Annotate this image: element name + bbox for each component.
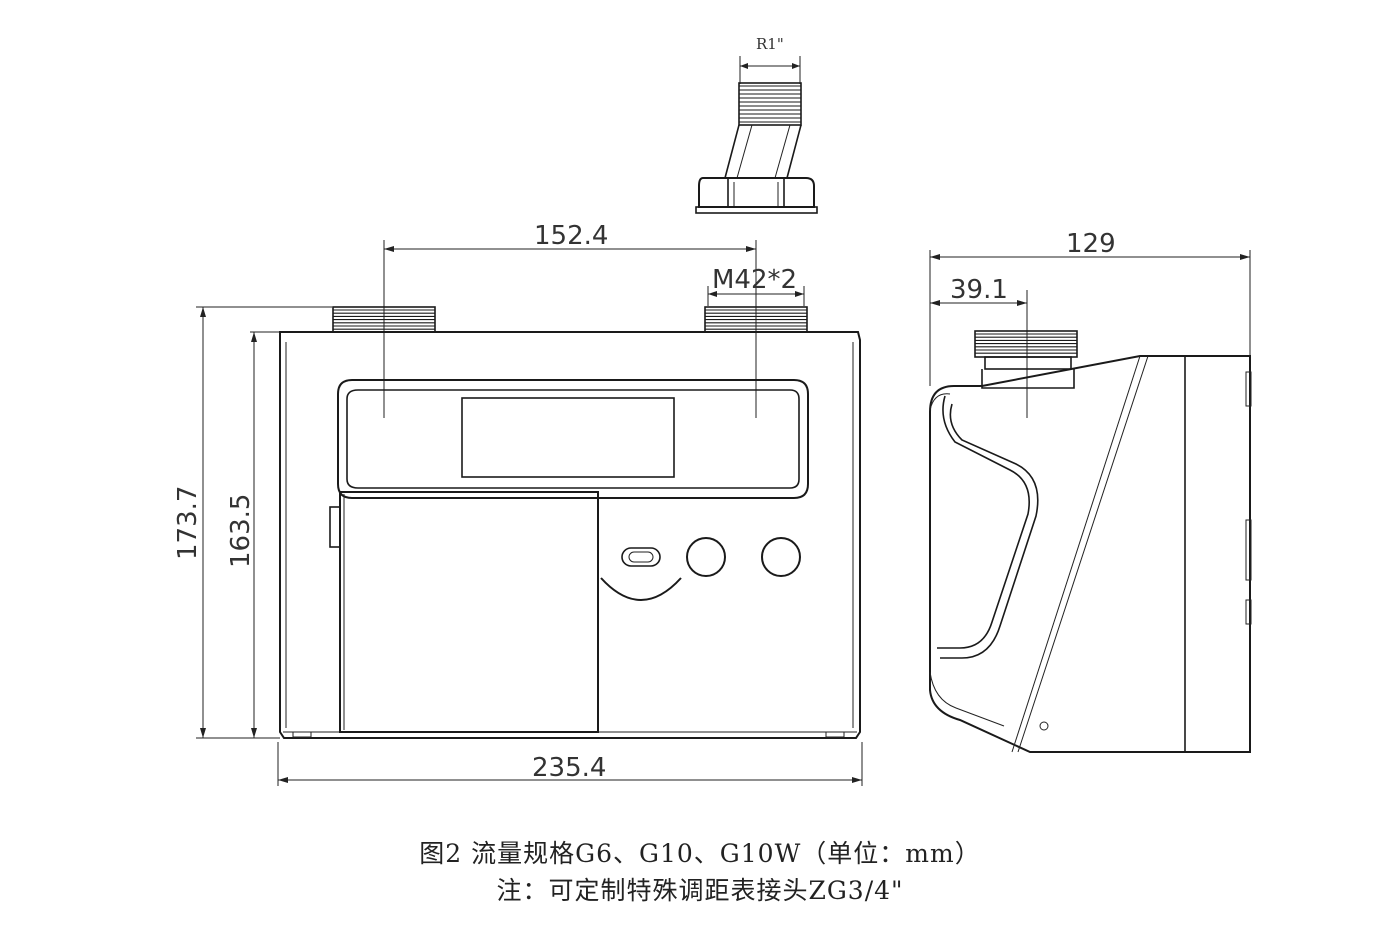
fitting-thread-label: R1" [756,35,784,53]
side-port-offset-dimension: 39.1 [950,275,1008,305]
pipe-fitting-drawing: R1" [695,35,818,214]
right-port-threads [705,309,807,330]
body-height-dimension: 163.5 [226,494,256,568]
figure-caption: 图2 流量规格G6、G10、G10W（单位：mm） [419,839,981,868]
front-view: 152.4 M42*2 [173,221,863,786]
total-height-dimension: 173.7 [173,486,203,560]
side-view: 129 39.1 [929,229,1252,753]
total-width-dimension: 235.4 [532,753,606,783]
figure-note: 注：可定制特殊调距表接头ZG3/4" [496,876,904,905]
side-port-threads [975,333,1077,354]
port-thread-dimension: M42*2 [712,265,797,295]
left-port-threads [333,309,435,330]
port-spacing-dimension: 152.4 [534,221,608,251]
side-depth-dimension: 129 [1066,229,1116,259]
fitting-threads [739,85,801,123]
